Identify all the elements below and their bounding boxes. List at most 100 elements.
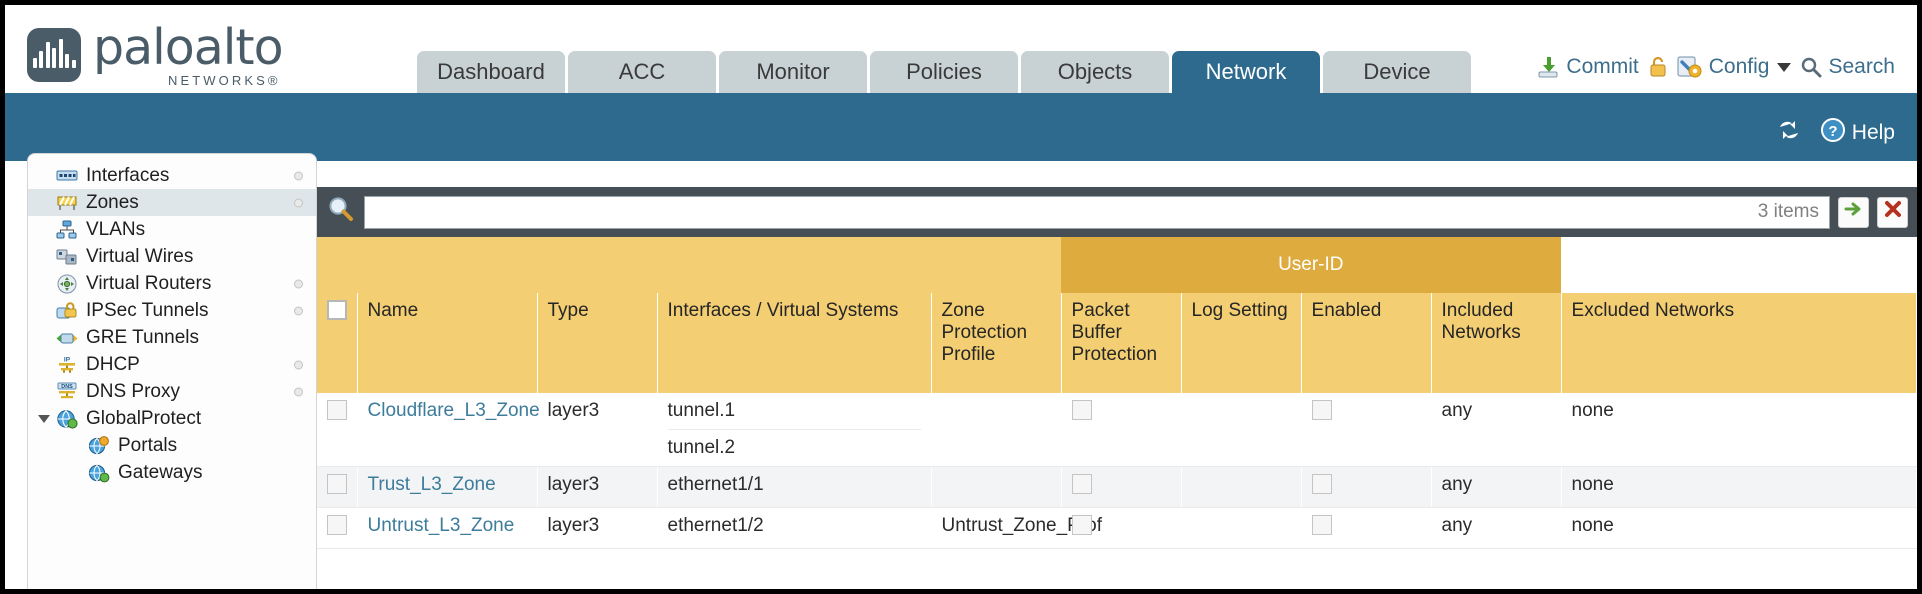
cell-excluded-networks: none [1561,466,1917,508]
column-header-name[interactable]: Name [357,293,538,393]
row-select-cell[interactable] [317,507,358,549]
group-header-spacer [317,237,1062,293]
row-select-cell[interactable] [317,466,358,508]
packet-buffer-protection-checkbox[interactable] [1071,515,1092,535]
sidebar-item-dhcp[interactable]: IP DHCP [28,351,316,378]
status-dot [294,306,303,315]
commit-button[interactable]: Commit [1536,55,1639,79]
sidebar-item-portals[interactable]: Portals [28,432,316,459]
row-checkbox[interactable] [327,474,347,494]
table-row[interactable]: Cloudflare_L3_Zone layer3 tunnel.1 tunne… [317,393,1917,467]
packet-buffer-protection-checkbox[interactable] [1071,400,1092,420]
clear-filter-button[interactable] [1877,196,1908,228]
userid-enabled-checkbox[interactable] [1311,515,1332,535]
cell-type: layer3 [537,393,658,467]
sidebar-item-label: Interfaces [86,164,170,186]
search-input[interactable] [375,201,1758,223]
search-button[interactable]: Search [1800,55,1895,79]
table-body: Cloudflare_L3_Zone layer3 tunnel.1 tunne… [317,393,1917,549]
sidebar-item-virtual-routers[interactable]: Virtual Routers [28,270,316,297]
zone-name-link[interactable]: Trust_L3_Zone [367,474,496,495]
select-all-header[interactable] [317,293,358,393]
search-field-wrap[interactable]: 3 items [364,195,1830,229]
interface-item: ethernet1/2 [667,515,764,536]
cell-name[interactable]: Trust_L3_Zone [357,466,538,508]
sidebar-item-gateways[interactable]: Gateways [28,459,316,486]
zones-icon [56,193,78,213]
column-header-packet-buffer-protection[interactable]: Packet Buffer Protection [1061,293,1182,393]
tab-network[interactable]: Network [1172,51,1320,93]
tab-monitor[interactable]: Monitor [719,51,867,93]
interface-list: ethernet1/2 [668,515,921,537]
userid-enabled-checkbox[interactable] [1311,474,1332,494]
sidebar-item-interfaces[interactable]: Interfaces [28,162,316,189]
commit-icon [1536,55,1560,79]
help-button[interactable]: ? Help [1820,117,1895,149]
sidebar-item-vlans[interactable]: VLANs [28,216,316,243]
content-panel: 3 items [317,187,1917,589]
table-head: User-ID Name Type Interfaces / Virtual S… [317,237,1917,393]
brand-tagline: NETWORKS® [167,73,281,88]
help-icon: ? [1820,117,1846,149]
select-all-checkbox[interactable] [327,300,347,320]
sidebar-item-ipsec-tunnels[interactable]: IPSec Tunnels [28,297,316,324]
table-row[interactable]: Untrust_L3_Zone layer3 ethernet1/2 Untru… [317,507,1917,549]
tab-policies[interactable]: Policies [870,51,1018,93]
config-menu[interactable]: Config [1677,55,1792,79]
sidebar-item-label: GlobalProtect [86,407,202,429]
cell-packet-buffer-protection[interactable] [1061,393,1182,467]
cell-name[interactable]: Untrust_L3_Zone [357,507,538,549]
cell-included-networks: any [1431,466,1562,508]
cell-packet-buffer-protection[interactable] [1061,507,1182,549]
tab-device[interactable]: Device [1323,51,1471,93]
sidebar-item-virtual-wires[interactable]: Virtual Wires [28,243,316,270]
cell-userid-enabled[interactable] [1301,507,1432,549]
brand-logo[interactable]: paloalto NETWORKS® [27,23,284,88]
tab-dashboard[interactable]: Dashboard [417,51,565,93]
row-checkbox[interactable] [327,515,347,535]
cell-zone-protection-profile [931,466,1062,508]
arrow-right-icon [1844,199,1864,225]
sidebar-item-label: Zones [86,191,139,213]
column-header-enabled[interactable]: Enabled [1301,293,1432,393]
items-count-label: 3 items [1757,201,1819,222]
cell-log-setting [1181,507,1302,549]
sidebar-item-globalprotect[interactable]: GlobalProtect [28,405,316,432]
row-select-cell[interactable] [317,393,358,467]
chevron-down-icon[interactable] [38,414,50,423]
chevron-down-icon [1777,62,1792,72]
table-row[interactable]: Trust_L3_Zone layer3 ethernet1/1 [317,466,1917,508]
search-icon[interactable] [326,194,356,230]
zone-name-link[interactable]: Cloudflare_L3_Zone [367,400,540,421]
main-nav-tabs: Dashboard ACC Monitor Policies Objects N… [417,51,1471,93]
row-checkbox[interactable] [327,400,347,420]
cell-userid-enabled[interactable] [1301,466,1432,508]
cell-interfaces: tunnel.1 tunnel.2 [657,393,932,467]
column-header-log-setting[interactable]: Log Setting [1181,293,1302,393]
interface-item: ethernet1/1 [667,474,764,495]
packet-buffer-protection-checkbox[interactable] [1071,474,1092,494]
column-header-excluded-networks[interactable]: Excluded Networks [1561,293,1917,393]
table-search-bar: 3 items [317,187,1917,237]
vlans-icon [56,220,78,240]
column-header-included-networks[interactable]: Included Networks [1431,293,1562,393]
sidebar-item-zones[interactable]: Zones [28,189,316,216]
tab-objects[interactable]: Objects [1021,51,1169,93]
interface-list: ethernet1/1 [668,474,921,496]
apply-filter-button[interactable] [1838,196,1869,228]
userid-enabled-checkbox[interactable] [1311,400,1332,420]
sidebar-item-dns-proxy[interactable]: DNS DNS Proxy [28,378,316,405]
cell-packet-buffer-protection[interactable] [1061,466,1182,508]
tab-acc[interactable]: ACC [568,51,716,93]
column-header-zone-protection-profile[interactable]: Zone Protection Profile [931,293,1062,393]
cell-userid-enabled[interactable] [1301,393,1432,467]
cell-name[interactable]: Cloudflare_L3_Zone [357,393,540,467]
sidebar-item-gre-tunnels[interactable]: GRE Tunnels [28,324,316,351]
zone-name-link[interactable]: Untrust_L3_Zone [367,515,515,536]
lock-icon[interactable] [1648,55,1668,79]
table-column-header-row: Name Type Interfaces / Virtual Systems Z… [317,293,1917,393]
column-header-type[interactable]: Type [537,293,658,393]
refresh-icon[interactable] [1776,118,1802,148]
column-header-interfaces[interactable]: Interfaces / Virtual Systems [657,293,932,393]
virtual-wires-icon [56,247,78,267]
